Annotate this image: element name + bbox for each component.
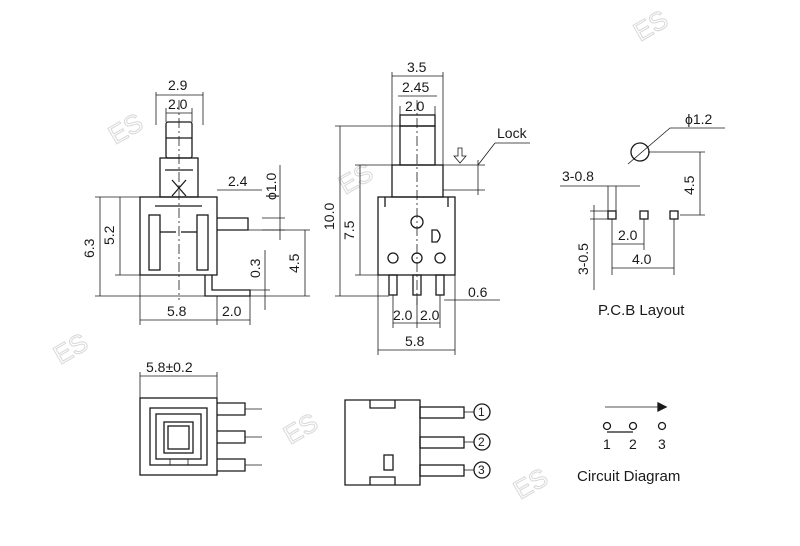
front-hole-left xyxy=(387,252,399,264)
watermark-5: ES xyxy=(278,407,323,450)
front-plunger-cap xyxy=(399,114,436,127)
pin-number-3: 3 xyxy=(478,463,485,477)
watermark-1: ES xyxy=(103,107,148,150)
dim-10-0: 10.0 xyxy=(321,203,337,230)
pin-lead-3 xyxy=(419,464,465,477)
front-pin-3 xyxy=(435,274,445,296)
pin-view-notch-bottom xyxy=(369,476,396,485)
front-lock-mark xyxy=(431,229,441,243)
pin-number-2: 2 xyxy=(478,435,485,449)
pin-lead-1 xyxy=(419,406,465,419)
dim-2-0-bottom-left: 2.0 xyxy=(222,303,242,319)
dim-2-45: 2.45 xyxy=(402,79,429,95)
circuit-diagram: 1 2 3 Circuit Diagram xyxy=(577,401,680,485)
pin-number-1-circle xyxy=(473,403,491,421)
top-body xyxy=(139,397,218,476)
lock-arrow-icon xyxy=(453,147,467,164)
front-pin-1 xyxy=(388,274,398,296)
pin-view-notch-top xyxy=(369,400,396,409)
circuit-arrow-icon xyxy=(657,401,668,413)
dim-4-0: 4.0 xyxy=(632,251,652,267)
side-slot-right xyxy=(196,214,209,271)
pin-number-2-circle xyxy=(473,433,491,451)
dim-3-0-8: 3-0.8 xyxy=(562,168,594,184)
dim-2-0-pin-left: 2.0 xyxy=(393,307,413,323)
circuit-label-1: 1 xyxy=(603,436,611,452)
lock-label: Lock xyxy=(497,125,528,141)
top-plunger-inner xyxy=(167,425,190,450)
dim-4-5-pcb: 4.5 xyxy=(681,175,697,195)
top-plunger-outline xyxy=(155,413,202,460)
pin-lead-2 xyxy=(419,436,465,449)
top-plunger-face xyxy=(163,421,194,454)
dim-0-3: 0.3 xyxy=(247,258,263,278)
front-hole-right xyxy=(434,252,446,264)
side-view-left: 2.9 2.0 2.4 ϕ1.0 6.3 5.2 0.3 4.5 xyxy=(81,77,310,325)
circuit-node-1 xyxy=(602,421,612,431)
circuit-node-2 xyxy=(628,421,638,431)
dim-0-6: 0.6 xyxy=(468,284,488,300)
dim-5-8-tol: 5.8±0.2 xyxy=(146,359,193,375)
front-plunger xyxy=(399,125,436,166)
dim-6-3: 6.3 xyxy=(81,238,97,258)
pcb-pad-2 xyxy=(639,210,649,220)
dim-3-5: 3.5 xyxy=(407,59,427,75)
side-slot-left xyxy=(148,214,161,271)
dim-4-5-left: 4.5 xyxy=(286,253,302,273)
pin-view-bottom-center: 1 2 3 xyxy=(344,399,491,486)
circuit-node-3 xyxy=(657,421,667,431)
dim-phi-1-0: ϕ1.0 xyxy=(263,172,279,200)
top-lead-1 xyxy=(217,402,246,416)
top-marking xyxy=(169,458,189,466)
pcb-mount-hole xyxy=(630,142,650,162)
dim-5-8-left: 5.8 xyxy=(167,303,187,319)
pin-number-1: 1 xyxy=(478,405,485,419)
top-inner-frame xyxy=(149,407,208,466)
dim-phi-1-2: ϕ1.2 xyxy=(685,111,713,127)
top-view-bottom-left: 5.8±0.2 xyxy=(139,359,262,476)
dim-2-0-top: 2.0 xyxy=(168,96,188,112)
dim-2-0-pin-right: 2.0 xyxy=(420,307,440,323)
dim-2-9: 2.9 xyxy=(168,77,188,93)
circuit-label-3: 3 xyxy=(658,436,666,452)
dim-5-2: 5.2 xyxy=(101,225,117,245)
pcb-layout-view: ϕ1.2 3-0.8 4.5 3-0.5 2.0 4.0 P.C.B Layou… xyxy=(560,111,725,319)
watermark-3: ES xyxy=(628,4,673,47)
front-stem xyxy=(391,164,444,198)
dim-2-4: 2.4 xyxy=(228,173,248,189)
side-lead-right xyxy=(217,217,249,231)
dim-2-0-pcb: 2.0 xyxy=(618,227,638,243)
dim-7-5: 7.5 xyxy=(341,220,357,240)
watermark-4: ES xyxy=(48,327,93,370)
side-lead-bottom xyxy=(204,275,251,297)
side-body xyxy=(139,196,218,276)
watermark-6: ES xyxy=(508,462,553,505)
dim-5-8-front: 5.8 xyxy=(405,333,425,349)
dim-3-0-5: 3-0.5 xyxy=(575,243,591,275)
pin-view-body xyxy=(344,399,421,486)
pin-view-window xyxy=(383,454,394,471)
circuit-diagram-label: Circuit Diagram xyxy=(577,468,680,485)
pin-number-3-circle xyxy=(473,461,491,479)
pcb-pad-1 xyxy=(607,210,617,220)
front-view-center: 3.5 2.45 2.0 Lock 10.0 7.5 0.6 2 xyxy=(321,59,530,355)
top-lead-2 xyxy=(217,430,246,444)
pcb-pad-3 xyxy=(669,210,679,220)
dim-2-0-front: 2.0 xyxy=(405,98,425,114)
top-lead-3 xyxy=(217,458,246,472)
pcb-layout-label: P.C.B Layout xyxy=(598,302,685,319)
circuit-label-2: 2 xyxy=(629,436,637,452)
